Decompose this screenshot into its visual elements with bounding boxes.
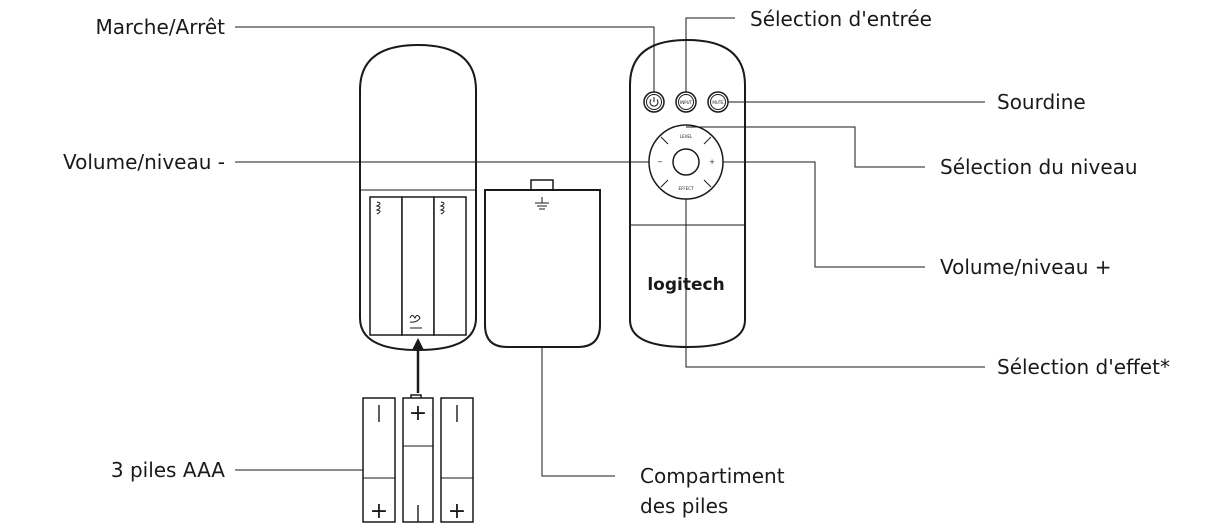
callout-level-select: Sélection du niveau xyxy=(940,155,1138,179)
spring-contact-bottom xyxy=(409,315,422,329)
battery-plus-symbol: + xyxy=(409,401,427,426)
spring-contact-right xyxy=(439,201,445,215)
battery-plus-symbol: + xyxy=(448,499,466,524)
battery-minus-symbol: | xyxy=(376,403,382,423)
callout-compartment-line2: des piles xyxy=(640,494,728,518)
insert-arrow xyxy=(412,338,424,393)
callout-input-select: Sélection d'entrée xyxy=(750,7,932,31)
aaa-batteries: | + + | | + xyxy=(362,394,474,524)
battery-cover xyxy=(484,179,601,348)
battery-bay xyxy=(369,196,467,336)
battery-left: | + xyxy=(362,397,396,524)
leader-lines xyxy=(235,17,985,477)
callout-volume-plus: Volume/niveau + xyxy=(940,255,1112,279)
callout-compartment-line1: Compartiment xyxy=(640,464,785,488)
directional-pad: LEVEL EFFECT − + xyxy=(648,124,724,200)
power-button[interactable] xyxy=(643,91,665,113)
callout-batteries: 3 piles AAA xyxy=(111,458,225,482)
mute-button-label: MUTE xyxy=(712,100,724,105)
spring-contact-left xyxy=(375,201,381,215)
callout-mute: Sourdine xyxy=(997,90,1086,114)
battery-middle: + | xyxy=(402,394,434,523)
remote-back xyxy=(359,43,477,352)
ground-symbol xyxy=(535,197,549,210)
input-button[interactable]: INPUT xyxy=(675,91,697,113)
center-button[interactable] xyxy=(672,148,700,176)
battery-minus-symbol: | xyxy=(454,403,460,423)
mute-button[interactable]: MUTE xyxy=(707,91,729,113)
effect-button-label: EFFECT xyxy=(679,186,694,191)
callout-volume-minus: Volume/niveau - xyxy=(63,150,225,174)
battery-minus-symbol: | xyxy=(415,503,421,523)
power-icon xyxy=(649,97,659,107)
battery-plus-symbol: + xyxy=(370,499,388,524)
callout-effect-select: Sélection d'effet* xyxy=(997,355,1170,379)
plus-button-label: + xyxy=(709,158,715,166)
minus-button-label: − xyxy=(657,158,663,166)
battery-right: | + xyxy=(440,397,474,524)
callout-power: Marche/Arrêt xyxy=(96,15,226,39)
level-button-label: LEVEL xyxy=(680,134,693,139)
remote-front: INPUT MUTE LEVEL EFFECT − + logitech xyxy=(629,38,746,349)
input-button-label: INPUT xyxy=(680,100,693,105)
